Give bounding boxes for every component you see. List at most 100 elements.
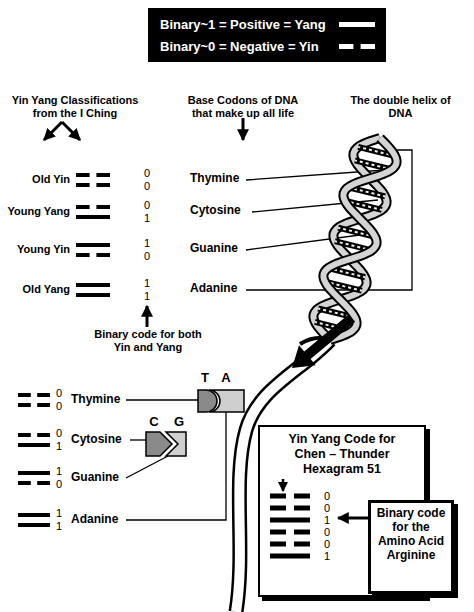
yin-line [294, 542, 310, 547]
yin-yang-name: Old Yin [0, 173, 70, 186]
base-name: Guanine [71, 471, 141, 485]
binary-digit: 0 [320, 502, 334, 514]
binary-digit: 0 [320, 526, 334, 538]
binary-digit: 1 [140, 212, 154, 225]
yang-line [18, 443, 50, 447]
yang-line [18, 471, 50, 475]
binary-digit: 0 [320, 538, 334, 550]
legend-banner: Binary~1 = Positive = YangBinary~0 = Neg… [148, 8, 386, 62]
yang-line [270, 518, 310, 523]
pointer-arrow [146, 306, 149, 327]
heading-label: Base Codons of DNA that make up all life [178, 94, 308, 119]
base-name: Thymine [71, 393, 141, 407]
base-name: Guanine [190, 242, 270, 256]
binary-digit: 1 [140, 290, 154, 303]
connector-arrow [338, 517, 368, 520]
yin-line [294, 494, 310, 499]
yin-line [76, 173, 90, 177]
yin-line [37, 433, 50, 437]
base-letter: C [147, 415, 161, 430]
binary-digit: 0 [140, 250, 154, 263]
yin-line [294, 530, 310, 535]
base-name: Cytosine [71, 433, 141, 447]
binary-digit: 1 [140, 237, 154, 250]
yin-yang-name: Young Yin [0, 243, 70, 256]
yin-line [96, 183, 110, 187]
yin-yang-name: Young Yang [0, 205, 70, 218]
yang-line [18, 513, 50, 517]
base-name: Adanine [190, 282, 270, 296]
base-letter: A [219, 371, 233, 386]
yin-line [270, 506, 286, 511]
leader-line [126, 456, 168, 478]
binary-digit: 0 [53, 478, 65, 491]
yin-line [76, 253, 90, 257]
yin-line [270, 494, 286, 499]
binary-digit: 0 [140, 199, 154, 212]
base-name: Thymine [190, 172, 270, 186]
yin-line [18, 393, 31, 397]
yin-line [96, 173, 110, 177]
base-name: Adanine [71, 513, 141, 527]
yin-yang-name: Old Yang [0, 283, 70, 296]
heading-label: The double helix of DNA [348, 94, 453, 119]
binary-digit: 0 [320, 490, 334, 502]
leader-line [126, 399, 198, 400]
yang-line [76, 283, 110, 287]
binary-digit: 1 [53, 507, 65, 520]
yin-line [361, 44, 375, 49]
yin-line [270, 530, 286, 535]
yin-line [37, 393, 50, 397]
helix-strand-outline [323, 138, 396, 340]
binary-digit: 1 [53, 465, 65, 478]
yin-line [96, 253, 110, 257]
binary-digit: 0 [53, 400, 65, 413]
banner-text: Binary~1 = Positive = Yang [160, 17, 345, 32]
binary-digit: 0 [53, 387, 65, 400]
yin-line [339, 44, 353, 49]
pointer-arrow [62, 122, 80, 140]
adenine-base-piece [209, 390, 244, 412]
binary-digit: 0 [140, 167, 154, 180]
binary-digit: 1 [140, 277, 154, 290]
yin-line [270, 542, 286, 547]
base-name: Cytosine [190, 204, 270, 218]
yang-line [76, 215, 110, 219]
yang-line [270, 554, 310, 559]
big-arrow [292, 314, 355, 368]
callout-box: Binary code for the Amino Acid Arginine [368, 500, 454, 594]
yin-line [37, 481, 50, 485]
guanine-base-piece [166, 432, 186, 456]
yin-line [294, 506, 310, 511]
base-letter: T [198, 371, 212, 386]
yang-line [339, 22, 375, 27]
note-label: Binary code for both Yin and Yang [85, 328, 211, 353]
yang-line [76, 293, 110, 297]
binary-digit: 1 [53, 520, 65, 533]
pointer-arrow [242, 118, 245, 140]
leader-line [126, 412, 226, 520]
yang-line [76, 243, 110, 247]
yin-line [96, 205, 110, 209]
pointer-arrow [44, 122, 62, 140]
callout-text: Binary code for the Amino Acid Arginine [374, 506, 448, 562]
thymine-base-piece [198, 390, 217, 412]
yin-line [18, 481, 31, 485]
yin-line [37, 403, 50, 407]
yang-line [18, 523, 50, 527]
binary-digit: 1 [53, 440, 65, 453]
heading-label: Yin Yang Classifications from the I Chin… [0, 94, 150, 119]
binary-digit: 0 [53, 427, 65, 440]
binary-digit: 1 [320, 550, 334, 562]
base-letter: G [172, 415, 186, 430]
yin-line [18, 403, 31, 407]
leader-line [130, 439, 146, 440]
box-title: Yin Yang Code for Chen – Thunder Hexagra… [272, 432, 412, 477]
binary-digit: 1 [320, 514, 334, 526]
binary-digit: Binary~0 = Negative = Yin [160, 39, 345, 54]
helix-strand [323, 138, 396, 340]
yin-line [76, 183, 90, 187]
cytosine-base-piece [146, 432, 172, 456]
